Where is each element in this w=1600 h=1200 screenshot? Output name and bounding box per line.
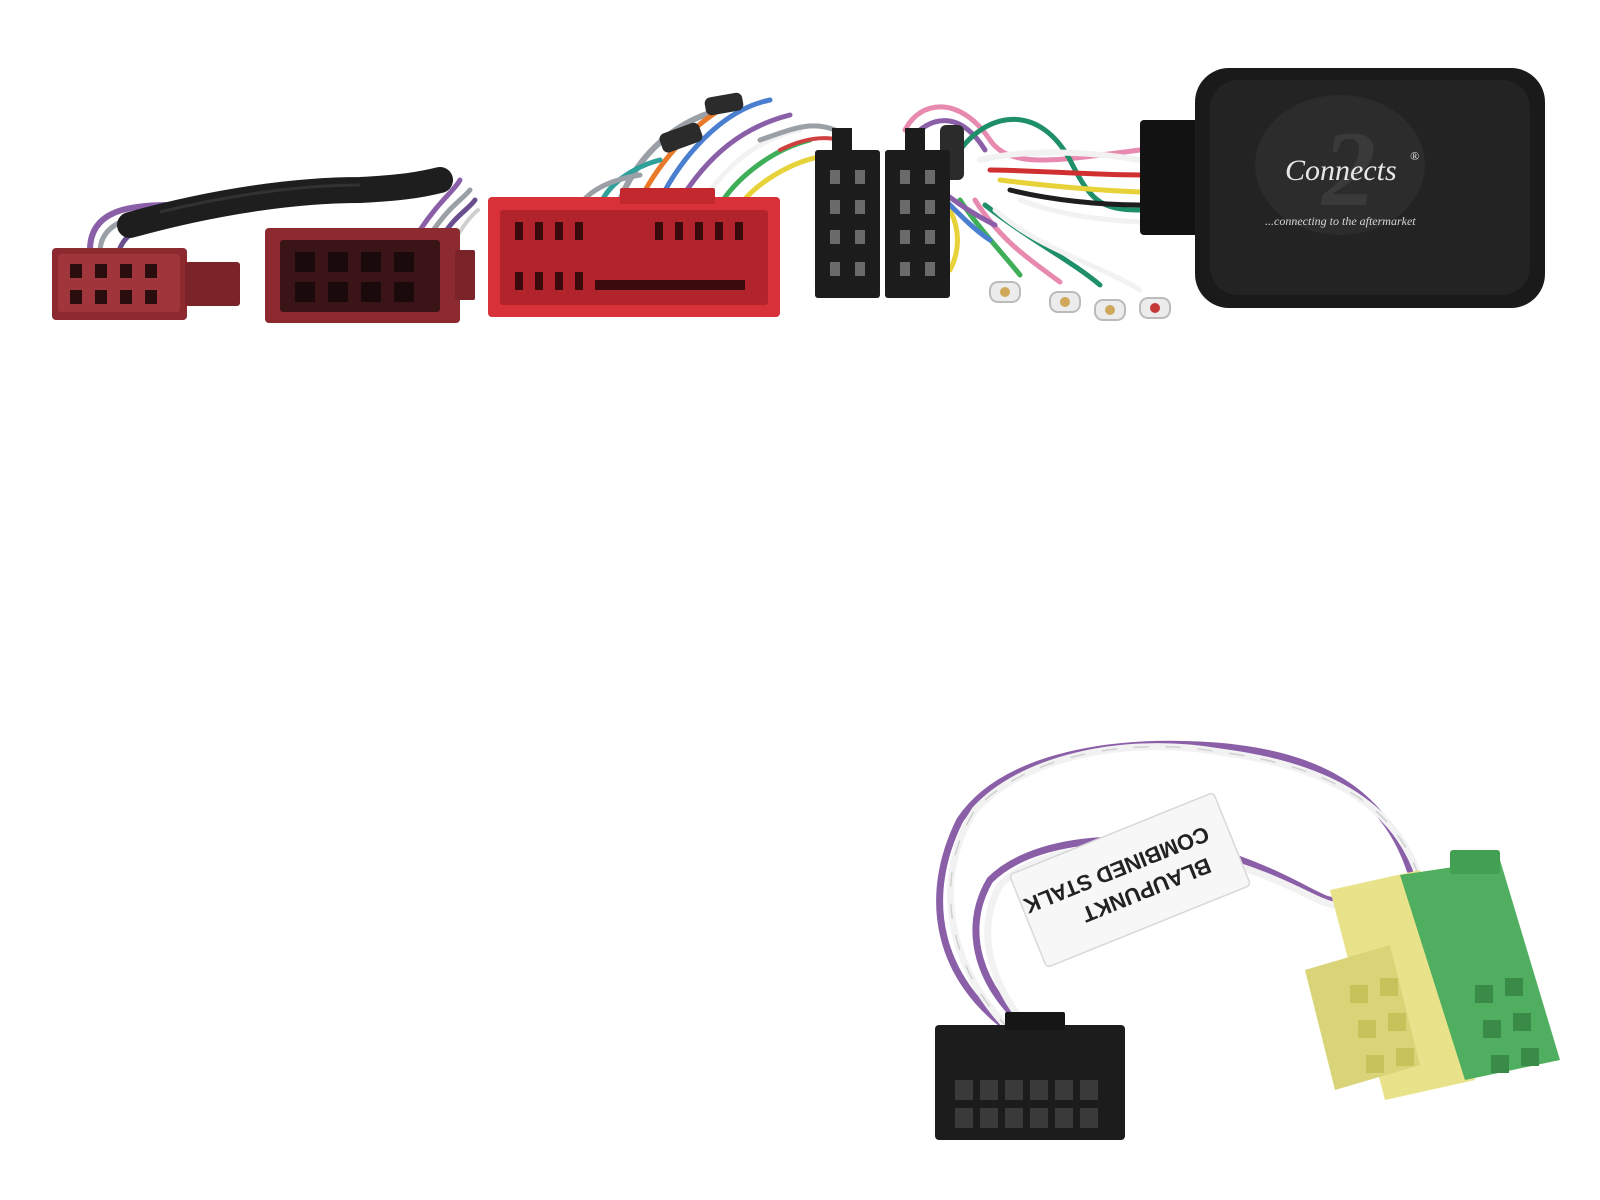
sleeve <box>659 122 703 153</box>
connector-black-12pin <box>935 1012 1125 1140</box>
connector-green-mini-iso <box>1400 850 1560 1080</box>
bullet-connector <box>1094 299 1126 321</box>
connector-black-iso-pair <box>815 128 950 298</box>
brand-logo-mark: ® <box>1410 149 1419 163</box>
interface-box: 2 Connects ® ...connecting to the afterm… <box>1140 68 1545 308</box>
stalk-adapter-lead: BLAUPUNKT COMBINED STALK <box>935 740 1560 1140</box>
bullet-connector <box>1049 291 1081 313</box>
label-tag: BLAUPUNKT COMBINED STALK <box>1009 792 1251 968</box>
connector-dark-red-large <box>265 228 475 323</box>
bullet-connectors <box>989 281 1171 321</box>
brand-logo-main: Connects <box>1285 154 1397 187</box>
connector-dark-red-small <box>52 248 240 320</box>
sleeve <box>704 92 744 116</box>
bullet-connector <box>989 281 1021 303</box>
brand-tagline: ...connecting to the aftermarket <box>1265 214 1416 228</box>
bullet-connector <box>1139 297 1171 319</box>
main-harness: 2 Connects ® ...connecting to the afterm… <box>52 68 1545 323</box>
black-cable <box>117 167 453 238</box>
connector-red-large <box>488 188 780 317</box>
connector-yellow-mini-iso <box>1305 870 1475 1100</box>
brand-logo-numeral: 2 <box>1320 110 1376 229</box>
